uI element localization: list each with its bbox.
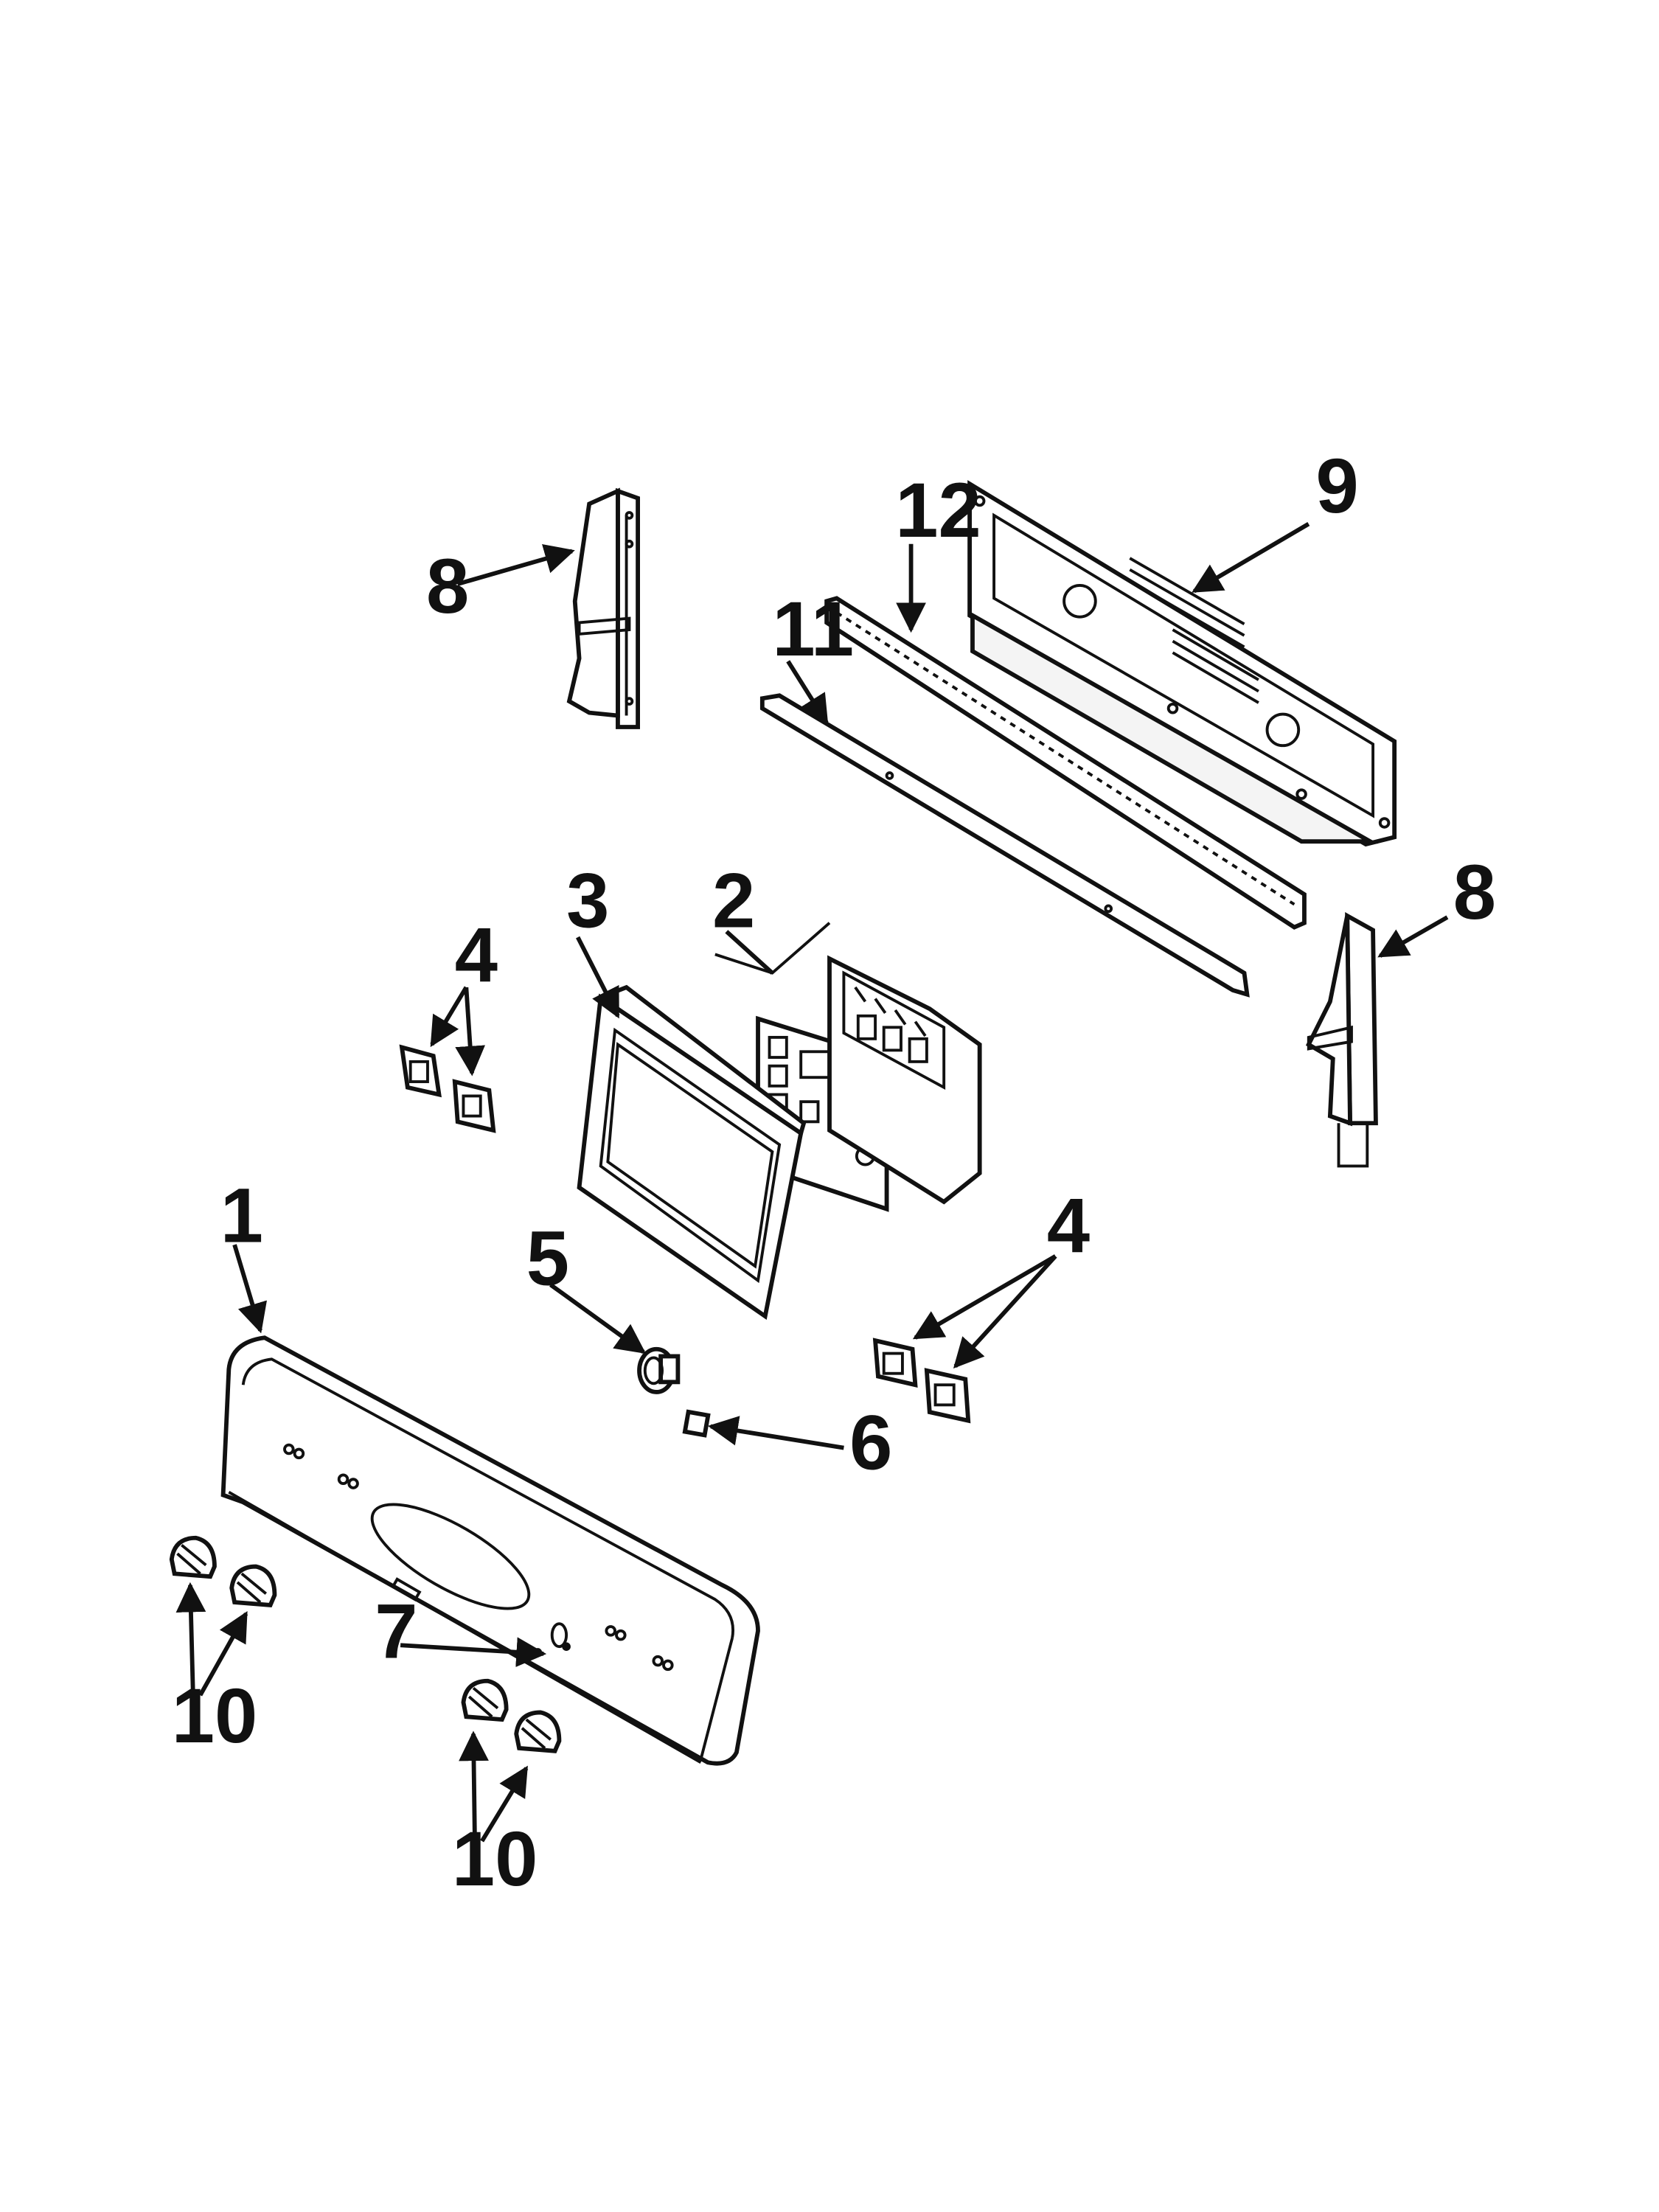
knob-2 bbox=[229, 1564, 277, 1608]
switch-right-1 bbox=[872, 1338, 918, 1388]
callout-5: 5 bbox=[526, 1215, 569, 1301]
leader-lines bbox=[175, 522, 1449, 1843]
callout-6: 6 bbox=[849, 1400, 892, 1486]
switch-left-2 bbox=[452, 1079, 496, 1133]
callout-10-left: 10 bbox=[172, 1673, 257, 1759]
callout-7: 7 bbox=[375, 1589, 417, 1675]
control-board bbox=[714, 922, 982, 1212]
callout-8-left: 8 bbox=[426, 543, 469, 630]
switch-right-2 bbox=[924, 1368, 971, 1424]
callout-12: 12 bbox=[895, 467, 981, 554]
callout-10-bottom: 10 bbox=[452, 1816, 538, 1902]
trim-strip-11 bbox=[759, 693, 1250, 998]
callout-11: 11 bbox=[772, 586, 854, 672]
indicator-light bbox=[637, 1346, 681, 1394]
callout-8-right: 8 bbox=[1453, 849, 1496, 936]
callout-1: 1 bbox=[220, 1172, 263, 1259]
small-switch bbox=[682, 1409, 711, 1438]
knob-4 bbox=[514, 1710, 562, 1753]
knob-3 bbox=[461, 1678, 509, 1722]
callout-labels: 1 2 3 4 4 5 6 7 8 8 9 10 10 11 12 bbox=[172, 443, 1496, 1902]
side-bracket-right bbox=[1305, 912, 1378, 1168]
callout-2: 2 bbox=[712, 858, 755, 945]
callout-3: 3 bbox=[566, 858, 609, 945]
gasket-strip-12 bbox=[824, 596, 1307, 930]
rear-panel bbox=[967, 480, 1397, 847]
switch-left-1 bbox=[399, 1044, 442, 1098]
side-bracket-left bbox=[566, 487, 640, 729]
callout-4-right: 4 bbox=[1047, 1183, 1090, 1269]
callout-4-left: 4 bbox=[455, 912, 498, 998]
control-panel bbox=[220, 1335, 760, 1766]
knob-1 bbox=[169, 1535, 217, 1579]
callout-9: 9 bbox=[1315, 443, 1358, 529]
